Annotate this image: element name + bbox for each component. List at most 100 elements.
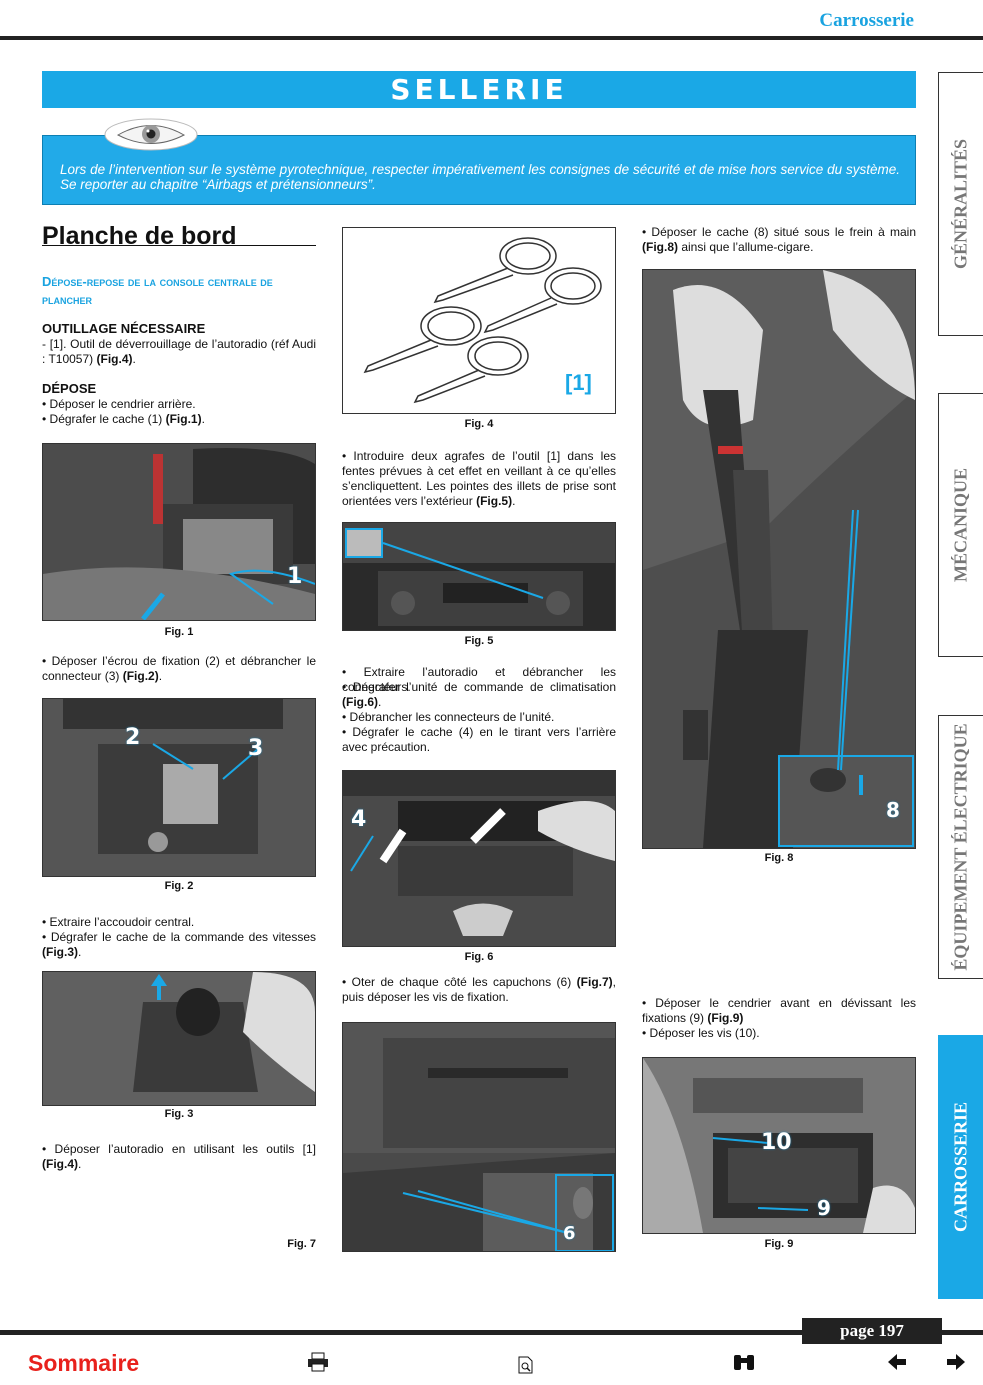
arrow-left-icon[interactable] (886, 1352, 908, 1378)
step-text: • Dégrafer le cache (1) (42, 412, 163, 426)
tab-label: MÉCANIQUE (950, 467, 971, 583)
tab-equipement-electrique[interactable]: ÉQUIPEMENT ÉLECTRIQUE (938, 715, 983, 979)
col3-step2: • Déposer le cendrier avant en dévissant… (642, 996, 916, 1026)
col3-step3: • Déposer les vis (10). (642, 1026, 760, 1040)
glovebox-illustration (343, 1023, 615, 1251)
step-text: • Déposer l’écrou de fixation (2) et déb… (42, 654, 316, 683)
fig-ref[interactable]: (Fig.9) (707, 1011, 744, 1025)
figure-1-caption: Fig. 1 (164, 626, 194, 638)
col2-step5: • Dégrafer le cache (4) en le tirant ver… (342, 725, 616, 754)
figure-8-photo: 8 (642, 269, 916, 849)
tools-heading: OUTILLAGE NÉCESSAIRE (42, 321, 206, 336)
fig-ref[interactable]: (Fig.4) (42, 1157, 78, 1171)
figure-7-caption: Fig. 7 (287, 1238, 316, 1250)
fig-ref[interactable]: (Fig.6) (342, 695, 378, 709)
arrow-right-icon[interactable] (945, 1352, 967, 1378)
radio-unit-illustration (343, 523, 615, 630)
fig-ref[interactable]: (Fig.4) (96, 352, 133, 366)
radio-release-tool-illustration (363, 237, 602, 404)
console-nut-illustration (43, 699, 315, 876)
col2-step2: • Extraire l’autoradio et débrancher les… (342, 665, 616, 694)
callout-6: 6 (563, 1223, 576, 1244)
callout-3: 3 (248, 736, 264, 761)
tools-desc: - [1]. Outil de déverrouillage de l’auto… (42, 337, 316, 366)
col2-step1: • Introduire deux agrafes de l’outil [1]… (342, 449, 616, 508)
figure-8-caption: Fig. 8 (764, 852, 794, 864)
fig-ref[interactable]: (Fig.2) (122, 669, 159, 683)
bottom-rule (0, 1330, 983, 1335)
fig-ref[interactable]: (Fig.5) (476, 494, 513, 508)
figure-4-tools: [1] (342, 227, 616, 414)
figure-2-caption: Fig. 2 (164, 880, 194, 892)
figure-2-photo: 2 3 (42, 698, 316, 877)
console-cover-illustration (43, 444, 315, 620)
tab-generalites[interactable]: GÉNÉRALITÉS (938, 72, 983, 336)
gear-shift-illustration (43, 972, 315, 1105)
front-ashtray-illustration (643, 1058, 915, 1233)
printer-icon[interactable] (307, 1352, 329, 1378)
figure-9-photo: 10 9 (642, 1057, 916, 1234)
figure-3-photo (42, 971, 316, 1106)
fig-ref[interactable]: (Fig.1) (165, 412, 202, 426)
figure-9-caption: Fig. 9 (764, 1238, 794, 1250)
col2-step3: • Dégrafer l’unité de commande de climat… (342, 680, 616, 709)
step-text: • Dégrafer le cache de la commande des v… (42, 930, 316, 944)
eye-icon (104, 118, 198, 151)
tab-mecanique[interactable]: MÉCANIQUE (938, 393, 983, 657)
figure-5-photo (342, 522, 616, 631)
tool-label: [1] (565, 370, 592, 395)
header-section-title: Carrosserie (819, 10, 914, 31)
tools-text: - [1]. Outil de déverrouillage de l’auto… (42, 337, 316, 366)
step-text: • Oter de chaque côté les capuchons (6) (342, 975, 572, 989)
callout-10: 10 (761, 1130, 792, 1155)
tab-label: CARROSSERIE (950, 1101, 971, 1233)
tab-carrosserie[interactable]: CARROSSERIE (938, 1035, 983, 1299)
col1-step2: • Dégrafer le cache (1) (Fig.1). (42, 412, 205, 426)
handbrake-illustration (643, 270, 915, 848)
fig-ref[interactable]: (Fig.3) (42, 945, 78, 959)
callout-2: 2 (125, 725, 141, 750)
step-text: • Déposer le cache (8) situé sous le fre… (642, 225, 916, 239)
warning-text: Lors de l’intervention sur le système py… (60, 162, 900, 192)
figure-7-photo: 6 (342, 1022, 616, 1252)
tab-label: ÉQUIPEMENT ÉLECTRIQUE (950, 723, 971, 971)
sommaire-link[interactable]: Sommaire (28, 1350, 140, 1376)
depose-heading: DÉPOSE (42, 381, 97, 396)
fig-ref[interactable]: (Fig.8) (642, 240, 678, 254)
banner-title: SELLERIE (42, 71, 916, 108)
section-rule (42, 245, 316, 246)
figure-3-caption: Fig. 3 (164, 1108, 194, 1120)
figure-4-caption: Fig. 4 (464, 418, 494, 430)
figure-6-photo: 4 (342, 770, 616, 947)
step-text: • Déposer l’autoradio en utilisant les o… (42, 1142, 316, 1156)
col1-step4: • Extraire l’accoudoir central. (42, 915, 195, 929)
step-text: • Introduire deux agrafes de l’outil [1]… (342, 449, 616, 508)
col1-step3: • Déposer l’écrou de fixation (2) et déb… (42, 654, 316, 683)
subsection-title: Dépose-repose de la console centrale de … (42, 274, 273, 307)
binoculars-icon[interactable] (732, 1352, 756, 1378)
callout-9: 9 (817, 1196, 831, 1220)
page-number: page 197 (802, 1318, 942, 1344)
col3-step1: • Déposer le cache (8) situé sous le fre… (642, 225, 916, 255)
col1-step1: • Déposer le cendrier arrière. (42, 397, 196, 411)
figure-5-caption: Fig. 5 (464, 635, 494, 647)
callout-1: 1 (287, 564, 303, 589)
top-rule (0, 36, 983, 40)
section-title: Planche de bord (42, 222, 237, 250)
step-text: • Déposer le cendrier avant en dévissant… (642, 996, 916, 1025)
tab-label: GÉNÉRALITÉS (950, 138, 971, 270)
climate-unit-illustration (343, 771, 615, 946)
fig-ref[interactable]: (Fig.7) (576, 975, 613, 989)
step-text: • Dégrafer l’unité de commande de climat… (342, 680, 616, 694)
col2-step4: • Débrancher les connecteurs de l’unité. (342, 710, 555, 724)
col2-step6: • Oter de chaque côté les capuchons (6) … (342, 975, 616, 1005)
col1-step5: • Dégrafer le cache de la commande des v… (42, 930, 316, 959)
callout-8: 8 (886, 798, 900, 822)
warning-box (42, 135, 916, 205)
figure-6-caption: Fig. 6 (464, 951, 494, 963)
figure-1-photo: 1 (42, 443, 316, 621)
step-text-tail: , puis déposer les vis de fixation. (342, 975, 616, 1004)
document-search-icon[interactable] (518, 1356, 534, 1380)
col1-step6: • Déposer l’autoradio en utilisant les o… (42, 1142, 316, 1171)
step-text-tail: ainsi que l’allume-cigare. (678, 240, 814, 254)
